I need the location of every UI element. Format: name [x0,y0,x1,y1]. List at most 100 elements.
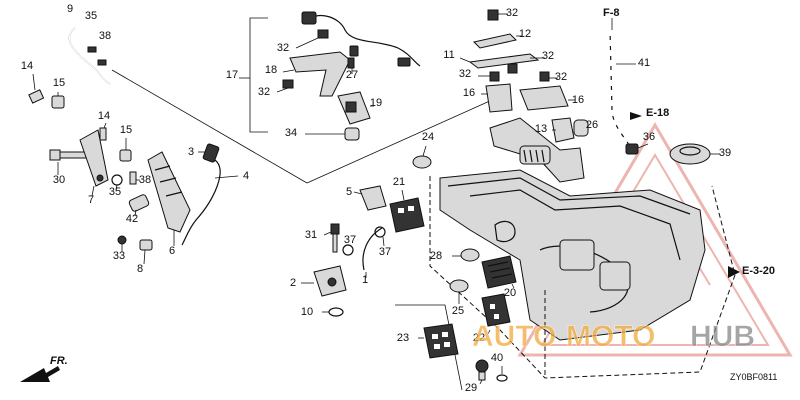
part-1-hose [362,227,383,278]
part-32-bolt-b [276,79,294,93]
callout-22: 22 [473,332,485,344]
callout-32: 32 [506,7,518,19]
engine-cover [439,169,706,341]
callout-14: 14 [98,110,110,122]
callout-38: 38 [99,30,111,42]
callout-35: 35 [85,10,97,22]
callout-11: 11 [443,49,454,61]
watermark-logo: AUTO MOTO HUB [472,320,756,354]
part-27-clip [347,57,355,74]
part-42-collar [128,194,150,217]
callout-2: 2 [290,277,296,289]
callout-10: 10 [301,306,313,318]
callout-17: 17 [226,69,238,81]
front-label: FR. [50,355,68,367]
part-26-seal [573,119,589,137]
callout-16: 16 [463,87,475,99]
part-23-seal [395,304,463,391]
callout-9: 9 [67,3,73,15]
part-28-plug [452,248,480,262]
callout-7: 7 [88,194,94,206]
part-32-bolt-a [295,29,329,49]
callout-33: 33 [113,250,125,262]
part-20-seal [481,255,517,289]
reference-label: E-3-20 [742,265,775,277]
callout-37: 37 [379,246,391,258]
part-16-bracket-a [481,83,513,113]
callout-28: 28 [430,250,442,262]
callout-15: 15 [53,77,65,89]
part-14-clip-b [99,122,107,141]
callout-37: 37 [344,234,356,246]
callout-8: 8 [137,263,143,275]
part-9-cable [68,27,111,85]
callout-1: 1 [362,274,368,286]
watermark-text-auto: AUTO [472,320,556,353]
group-bracket-17 [239,17,268,133]
part-2-valve [301,265,347,297]
callout-5: 5 [346,186,352,198]
callout-35: 35 [109,186,121,198]
callout-39: 39 [719,147,731,159]
reference-label: E-18 [646,107,669,119]
part-harness-wire [301,11,421,67]
ref-arrow-e320 [728,266,740,278]
callout-30: 30 [53,174,65,186]
part-34-grommet [305,127,360,141]
part-33-screw [117,235,127,252]
part-18-bracket [282,51,351,97]
callout-32: 32 [555,71,567,83]
callout-14: 14 [21,60,33,72]
callout-31: 31 [305,229,317,241]
callout-6: 6 [169,245,175,257]
part-35-washer [111,174,123,191]
part-30-bolt [49,149,91,175]
callout-12: 12 [519,28,531,40]
part-19-grommet [337,91,374,125]
callout-13: 13 [535,123,547,135]
part-14-clip [28,73,45,104]
callout-16: 16 [572,94,584,106]
part-shift-arm [489,117,585,183]
watermark-text-hub: HUB [690,320,755,353]
part-12-plate [473,33,522,49]
part-21-seal [389,189,425,233]
reference-label: F-8 [603,7,620,19]
callout-24: 24 [422,131,434,143]
callout-32: 32 [258,86,270,98]
watermark-text-moto: MOTO [566,320,655,353]
part-41-hose [608,24,636,151]
callout-20: 20 [504,287,516,299]
part-37-clip-b [374,226,386,247]
callout-41: 41 [638,57,650,69]
callout-19: 19 [370,97,382,109]
part-29-bolt [475,359,489,385]
callout-4: 4 [243,170,249,182]
leader-line [111,69,308,184]
part-4-cable [181,159,239,246]
part-24-grommet [412,145,432,169]
callout-32: 32 [542,50,554,62]
drawing-code: ZY0BF0811 [730,372,777,382]
part-25-plug [449,279,469,304]
part-38-pin [129,171,140,185]
callout-29: 29 [465,382,477,394]
part-37-clip-a [342,244,354,256]
cover-outline [429,176,736,379]
callout-36: 36 [643,131,655,143]
part-31-bolt [323,223,340,253]
part-13-boot [551,117,575,143]
callout-27: 27 [346,69,358,81]
callout-42: 42 [126,213,138,225]
callout-34: 34 [285,127,297,139]
callout-32: 32 [277,42,289,54]
part-32-bolt-c [487,9,508,21]
callout-38: 38 [139,174,151,186]
callout-32: 32 [459,68,471,80]
part-3-connector [198,143,220,163]
part-36-clamp [625,143,649,155]
callout-3: 3 [188,146,194,158]
part-32-bolts-mid [478,57,558,82]
